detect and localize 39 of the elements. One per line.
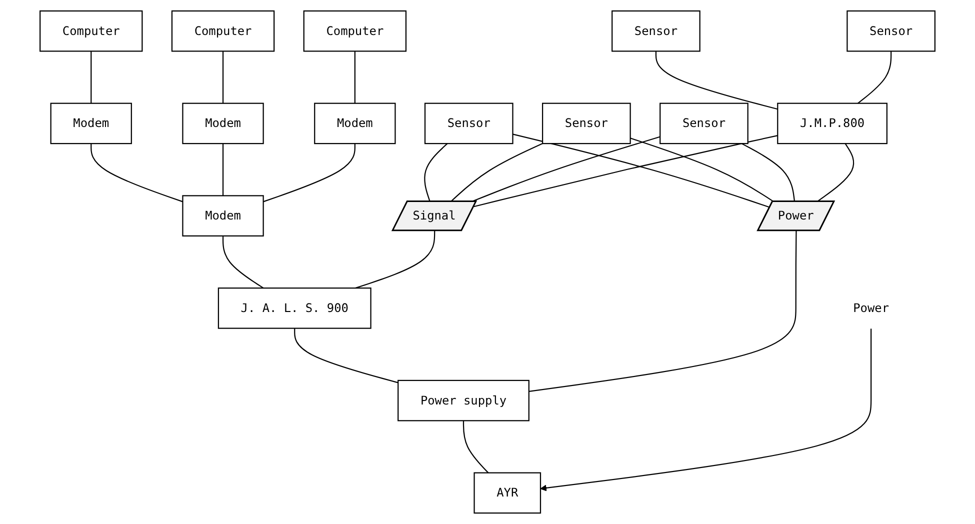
- node-box: Sensor: [612, 10, 700, 52]
- connector: [512, 134, 770, 208]
- node-box: AYR: [474, 472, 542, 514]
- connector: [450, 143, 543, 202]
- connector: [528, 230, 797, 392]
- node-box: Computer: [303, 10, 407, 52]
- connector: [90, 144, 183, 202]
- node-box: Computer: [171, 10, 275, 52]
- connector: [90, 51, 92, 104]
- node-box: Sensor: [424, 102, 514, 144]
- connector: [462, 420, 489, 474]
- connector: [474, 134, 778, 208]
- node-box: Computer: [40, 10, 143, 52]
- connector: [655, 51, 778, 110]
- node-box: Sensor: [846, 10, 936, 52]
- node-box: Modem: [182, 195, 264, 236]
- connector: [354, 51, 356, 104]
- connector: [424, 143, 448, 202]
- connector: [222, 144, 224, 196]
- arrow: [540, 328, 872, 492]
- node-box: Modem: [314, 102, 396, 144]
- connector: [858, 51, 892, 104]
- connector: [741, 143, 796, 202]
- connector: [222, 236, 264, 289]
- connector: [630, 138, 774, 202]
- node-box: Modem: [182, 102, 264, 144]
- node-box: Modem: [50, 102, 132, 144]
- node-box: Sensor: [660, 102, 748, 144]
- connector: [816, 143, 854, 202]
- connector: [471, 136, 660, 202]
- node-box: Sensor: [542, 102, 631, 144]
- node-box: J. A. L. S. 900: [218, 288, 372, 329]
- node-box: J.M.P.800: [777, 102, 888, 144]
- connector: [294, 328, 398, 384]
- connector: [355, 230, 436, 289]
- connector: [222, 51, 224, 104]
- node-box: Power supply: [398, 380, 530, 422]
- node-text: Power: [853, 300, 889, 315]
- connector: [263, 144, 356, 202]
